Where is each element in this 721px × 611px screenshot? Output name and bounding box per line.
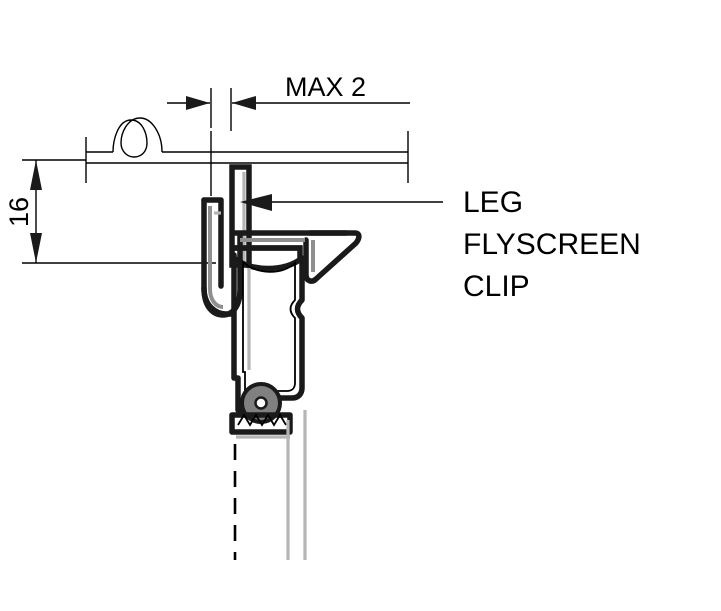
roller-wheel-hub — [254, 396, 268, 410]
clip-bottom-curve — [201, 262, 243, 318]
callout-line-leg: LEG — [463, 186, 523, 219]
lower-vertical-lines — [233, 410, 307, 560]
seal-zigzag-teeth — [237, 413, 287, 427]
callout-line-clip: CLIP — [463, 270, 530, 303]
door-profile-inner — [242, 260, 296, 404]
flyscreen-clip-profile — [201, 197, 243, 318]
dimension-label-max-2: MAX 2 — [285, 72, 366, 102]
dimension-leg-height: 16 — [4, 159, 216, 264]
callout-arrowhead — [240, 194, 272, 211]
dim-arrow-bottom-16 — [30, 233, 42, 263]
clip-top-and-inner-wall — [201, 197, 224, 289]
sill-track-band — [85, 117, 409, 183]
door-profile-outer — [231, 252, 305, 413]
brush-seal — [229, 412, 293, 439]
dim-arrow-top-16 — [30, 160, 42, 190]
callout-leg-flyscreen-clip: LEG FLYSCREEN CLIP — [240, 186, 641, 303]
clip-shadow — [208, 206, 224, 309]
dimension-label-16: 16 — [4, 197, 34, 227]
dimension-max-gap: MAX 2 — [167, 72, 410, 131]
dim-arrow-left-max — [186, 96, 210, 110]
break-line-symbol — [112, 117, 163, 158]
dim-arrow-right-max — [232, 96, 256, 110]
door-bottom-profile — [231, 245, 305, 413]
wedge-barb — [303, 230, 362, 284]
seal-carrier — [229, 412, 293, 435]
callout-line-flyscreen: FLYSCREEN — [463, 228, 641, 261]
